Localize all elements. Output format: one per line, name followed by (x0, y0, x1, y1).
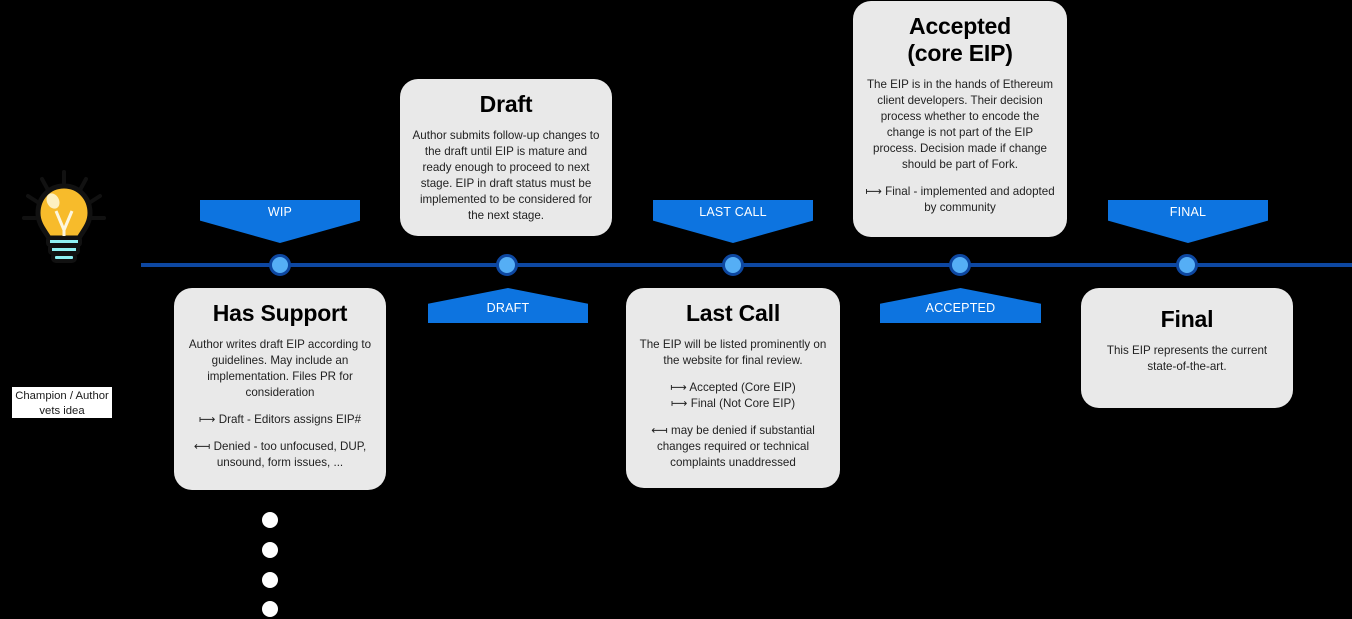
list-dot (262, 542, 278, 558)
banner-final[interactable]: FINAL (1108, 200, 1268, 243)
card-last-call-transition-denied: ⟻ may be denied if substantial changes r… (651, 424, 815, 470)
card-final-body-1: This EIP represents the current state-of… (1106, 344, 1268, 374)
card-accepted-title-line2: (core EIP) (907, 40, 1013, 67)
card-last-call-transition-final: ⟼ Final (Not Core EIP) (670, 397, 796, 411)
card-accepted-body-1: The EIP is in the hands of Ethereum clie… (866, 78, 1054, 172)
banner-wip[interactable]: WIP (200, 200, 360, 243)
timeline-node-wip[interactable] (269, 254, 291, 276)
card-last-call-body-1: The EIP will be listed prominently on th… (639, 338, 827, 368)
timeline-axis (141, 263, 1352, 267)
list-dot (262, 512, 278, 528)
banner-final-label: FINAL (1169, 205, 1207, 219)
timeline-node-accepted[interactable] (949, 254, 971, 276)
list-dot (262, 601, 278, 617)
card-accepted-title-line1: Accepted (909, 13, 1011, 39)
card-has-support-transition-draft: ⟼ Draft - Editors assigns EIP# (198, 413, 362, 427)
card-has-support[interactable]: Has Support Author writes draft EIP acco… (174, 288, 386, 490)
card-last-call-transitions: ⟼ Accepted (Core EIP) ⟼ Final (Not Core … (638, 380, 828, 412)
card-accepted-title: Accepted (core EIP) (865, 13, 1055, 67)
lightbulb-icon (22, 170, 106, 274)
champion-author-label-line2: vets idea (39, 404, 85, 417)
timeline-node-final[interactable] (1176, 254, 1198, 276)
banner-accepted-label: ACCEPTED (925, 301, 996, 315)
card-last-call-title: Last Call (685, 300, 781, 326)
champion-author-label: Champion / Author vets idea (12, 387, 112, 418)
card-draft-body-1: Author submits follow-up changes to the … (412, 129, 600, 223)
timeline-node-draft[interactable] (496, 254, 518, 276)
card-draft[interactable]: Draft Author submits follow-up changes t… (400, 79, 612, 236)
card-final[interactable]: Final This EIP represents the current st… (1081, 288, 1293, 408)
card-accepted-transition-final: ⟼ Final - implemented and adopted by com… (865, 185, 1055, 215)
card-has-support-transition-denied: ⟻ Denied - too unfocused, DUP, unsound, … (193, 440, 367, 470)
list-dot (262, 572, 278, 588)
card-has-support-body-1: Author writes draft EIP according to gui… (188, 338, 372, 400)
card-has-support-title: Has Support (212, 300, 348, 326)
banner-draft[interactable]: DRAFT (428, 288, 588, 323)
banner-last-call-label: LAST CALL (699, 205, 767, 219)
card-draft-title: Draft (479, 91, 533, 117)
card-last-call-transition-accepted: ⟼ Accepted (Core EIP) (670, 381, 796, 395)
banner-draft-label: DRAFT (486, 301, 530, 315)
banner-last-call[interactable]: LAST CALL (653, 200, 813, 243)
card-final-title: Final (1160, 306, 1214, 332)
card-accepted[interactable]: Accepted (core EIP) The EIP is in the ha… (853, 1, 1067, 237)
banner-accepted[interactable]: ACCEPTED (880, 288, 1041, 323)
card-last-call[interactable]: Last Call The EIP will be listed promine… (626, 288, 840, 488)
champion-author-label-line1: Champion / Author (15, 390, 109, 402)
timeline-node-last-call[interactable] (722, 254, 744, 276)
banner-wip-label: WIP (267, 205, 293, 219)
